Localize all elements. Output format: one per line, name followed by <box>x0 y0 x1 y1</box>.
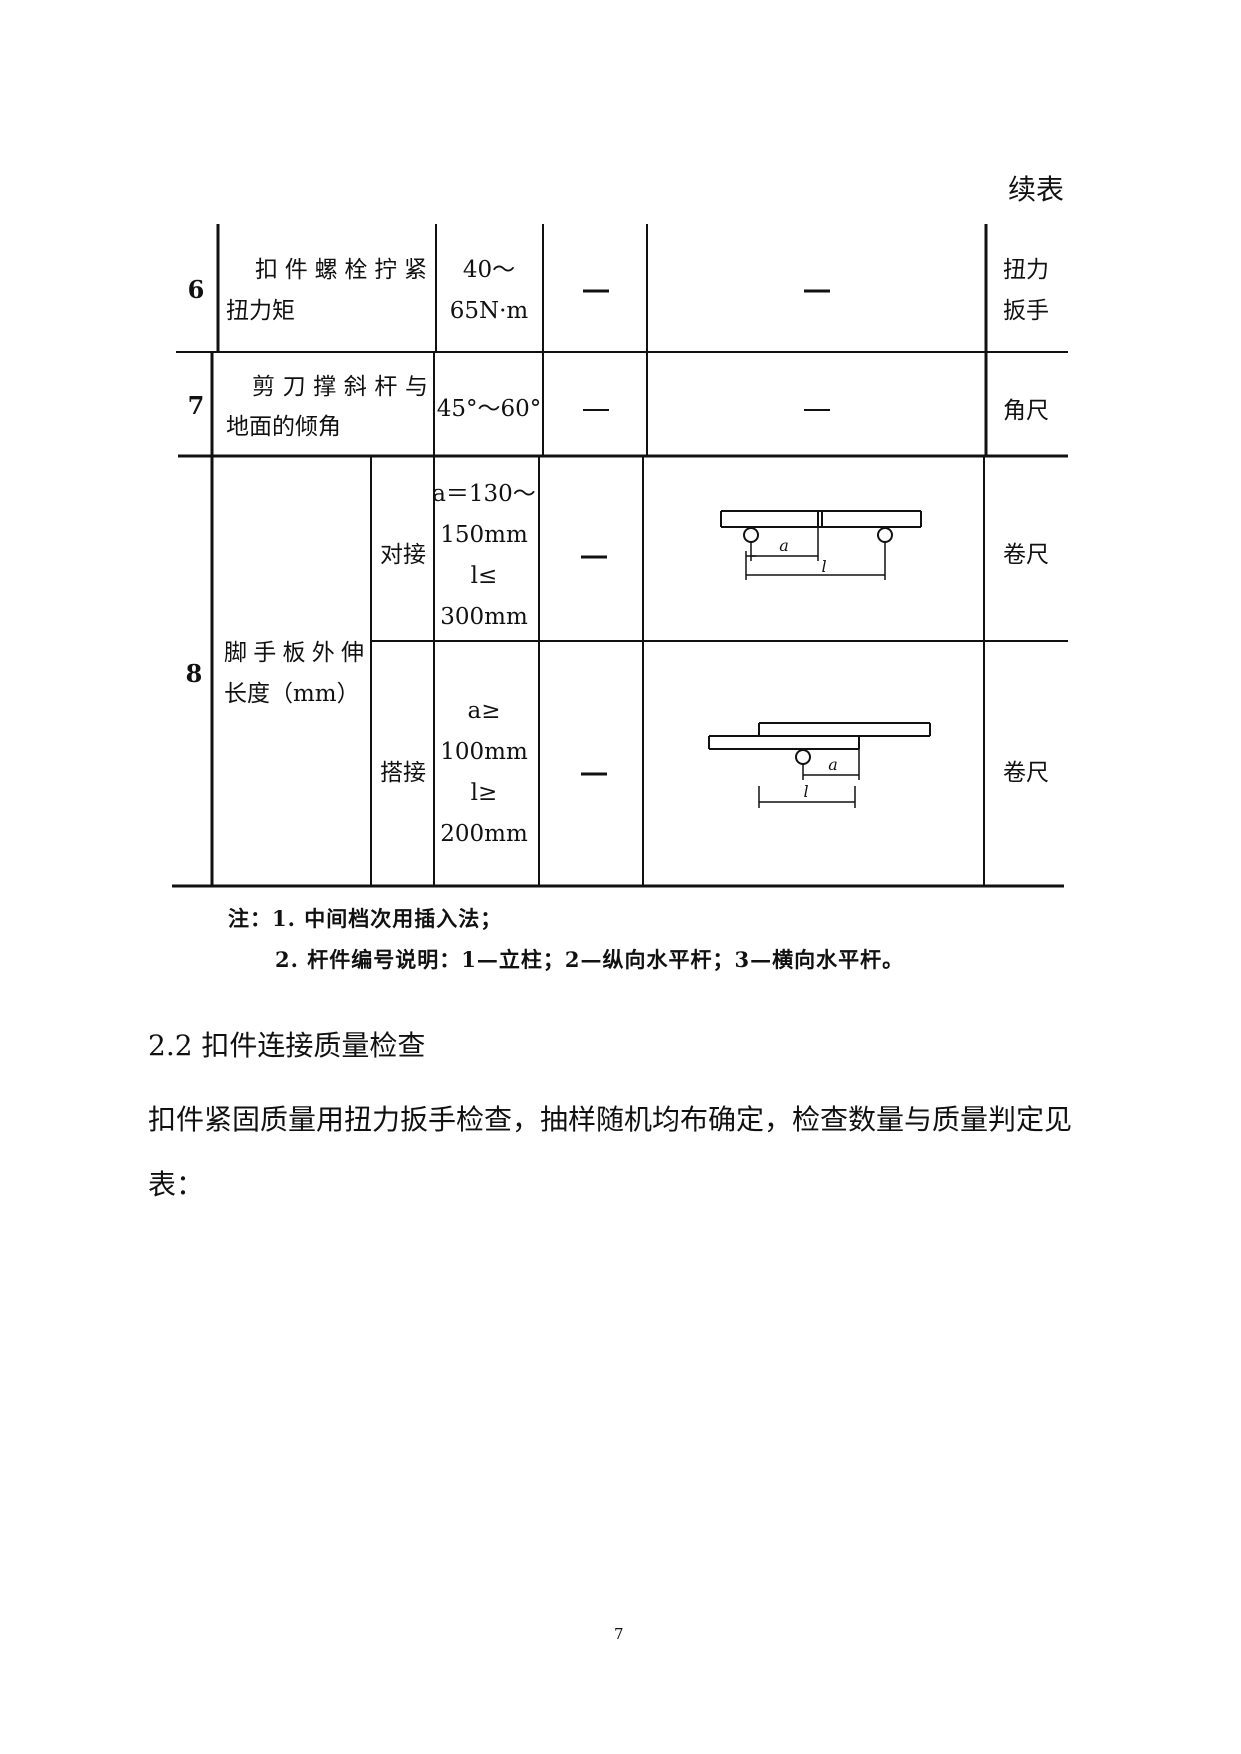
item-line: 脚手板外伸 <box>224 640 364 666</box>
item-line: 剪刀撑斜杆与 <box>252 374 428 400</box>
row-index: 8 <box>186 659 203 688</box>
section-heading: 2.2 扣件连接质量检查 <box>148 1029 426 1062</box>
value-line: l≤ <box>471 563 498 589</box>
table-grid <box>172 224 1068 888</box>
sub-label: 对接 <box>380 542 426 568</box>
subrow-lap-joint: 搭接 a≥ 100mm l≥ 200mm a <box>380 698 1049 847</box>
value-line: 300mm <box>440 604 528 630</box>
dimension-label: a <box>828 755 838 774</box>
item-line: 地面的倾角 <box>226 414 341 440</box>
value-line: 40～ <box>463 257 515 283</box>
dimension-label: l <box>821 557 826 576</box>
value-line: a＝130～ <box>432 481 536 507</box>
value-line: 200mm <box>440 821 528 847</box>
table-row: 7 剪刀撑斜杆与 地面的倾角 45°～60° 角尺 <box>188 374 1049 440</box>
value-line: 45°～60° <box>437 396 542 422</box>
subrow-butt-joint: 对接 a＝130～ 150mm l≤ 300mm a <box>380 481 1049 630</box>
table-row: 8 脚手板外伸 长度（mm） 对接 a＝130～ 150mm l≤ 300mm <box>186 481 1049 847</box>
value-line: 150mm <box>440 522 528 548</box>
continued-label: 续表 <box>1008 173 1065 206</box>
item-line: 扣件螺栓拧紧 <box>255 257 427 283</box>
tool-line: 角尺 <box>1003 398 1049 424</box>
paragraph-line: 扣件紧固质量用扭力扳手检查，抽样随机均布确定，检查数量与质量判定见 <box>148 1103 1073 1136</box>
dimension-label: a <box>779 536 789 555</box>
item-line: 扭力矩 <box>226 298 295 324</box>
value-line: l≥ <box>471 780 498 806</box>
value-line: 65N·m <box>450 298 529 324</box>
lap-joint-diagram: a l <box>708 722 931 808</box>
item-line: 长度（mm） <box>224 681 360 707</box>
dimension-label: l <box>803 782 808 801</box>
tool-line: 卷尺 <box>1003 542 1049 568</box>
inspection-table: 6 扣件螺栓拧紧 扭力矩 40～ 65N·m 扭力 扳手 7 剪刀撑斜杆与 地面… <box>172 224 1068 888</box>
tool-line: 扳手 <box>1003 298 1049 324</box>
table-row: 6 扣件螺栓拧紧 扭力矩 40～ 65N·m 扭力 扳手 <box>188 257 1049 324</box>
tool-line: 卷尺 <box>1003 760 1049 786</box>
sub-label: 搭接 <box>380 760 426 786</box>
row-index: 7 <box>188 391 205 420</box>
table-note: 2. 杆件编号说明：1—立柱；2—纵向水平杆；3—横向水平杆。 <box>275 947 905 972</box>
value-line: a≥ <box>468 698 501 724</box>
row-index: 6 <box>188 275 205 304</box>
paragraph-line: 表： <box>148 1168 205 1201</box>
page-number: 7 <box>614 1625 624 1643</box>
table-note: 注：1. 中间档次用插入法； <box>228 906 503 931</box>
tool-line: 扭力 <box>1003 257 1049 283</box>
value-line: 100mm <box>440 739 528 765</box>
butt-joint-diagram: a l <box>720 510 922 580</box>
